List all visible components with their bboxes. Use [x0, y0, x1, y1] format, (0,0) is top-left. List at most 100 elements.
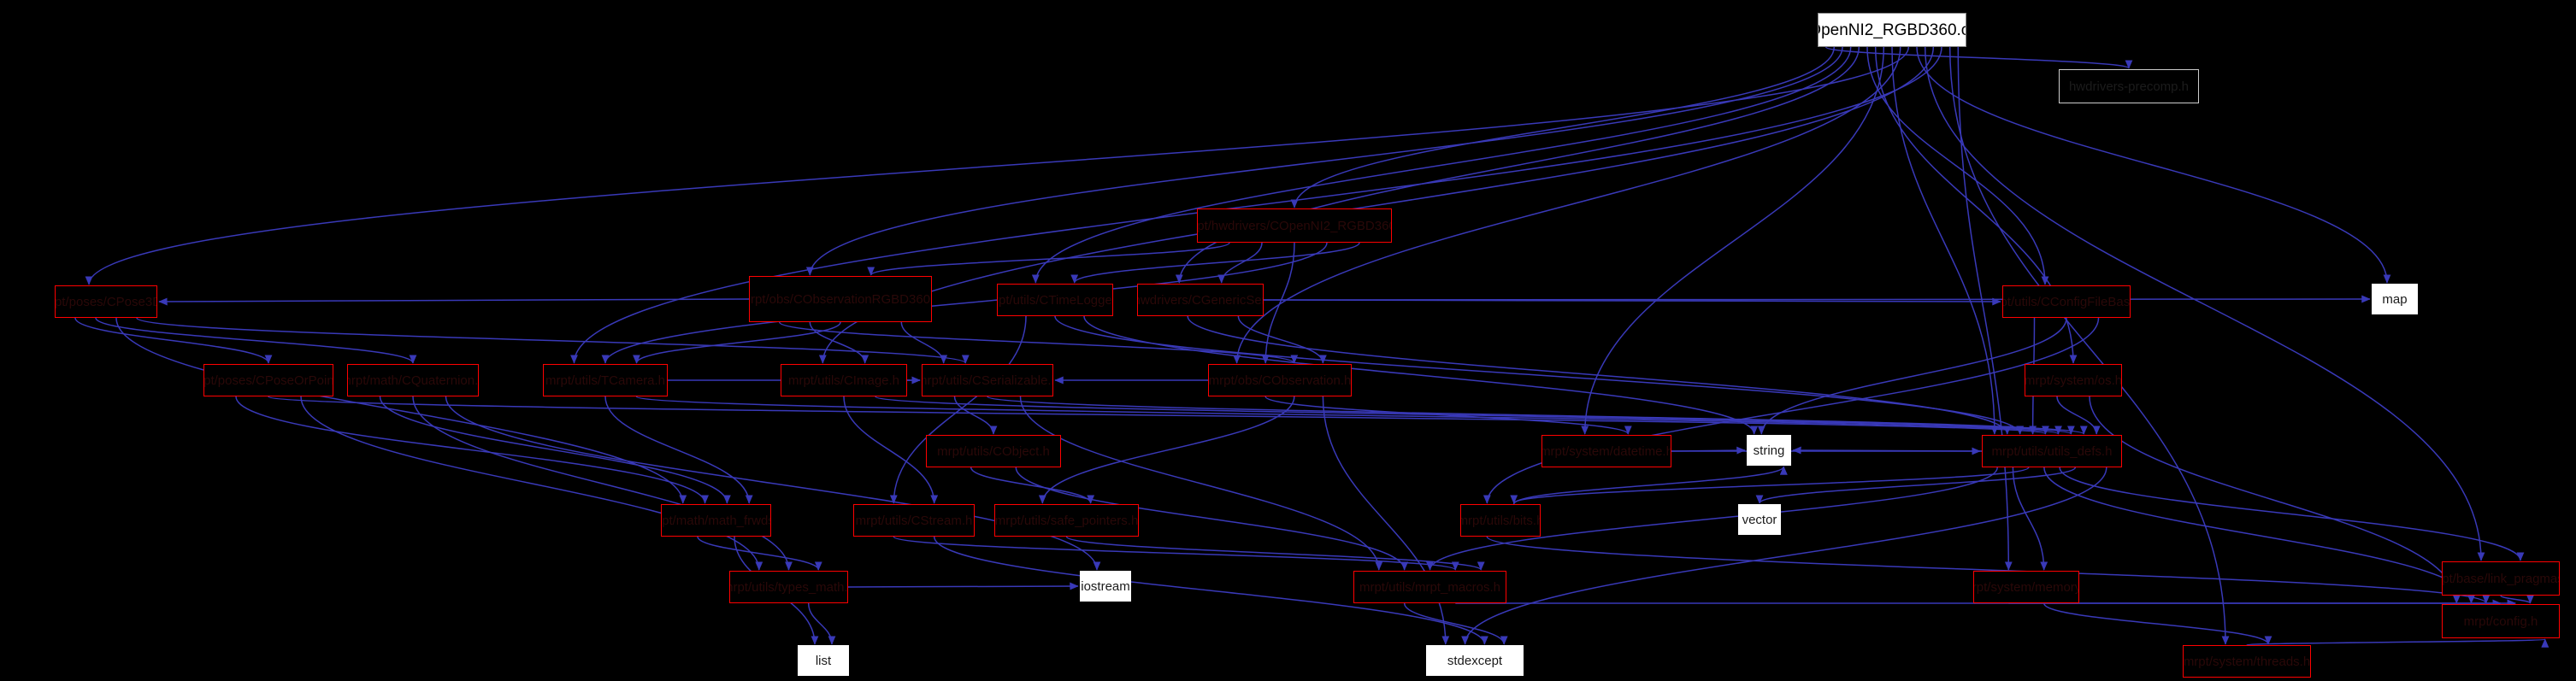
include-edge-pose3d-poseorpoint [74, 317, 273, 364]
include-edge-cstream-w_stdexcept [933, 536, 1488, 645]
include-edge-cobs-datetime [1264, 396, 1632, 435]
graph-node-bits[interactable]: mrpt/utils/bits.h [1460, 504, 1541, 537]
include-edge-obs360-tcamera [633, 321, 841, 364]
graph-node-quat[interactable]: mrpt/math/CQuaternion.h [347, 364, 479, 396]
graph-node-cobs[interactable]: mrpt/obs/CObservation.h [1208, 364, 1352, 396]
include-edge-main-cfgbase [1866, 46, 2049, 285]
include-edge-h_main-cobs [1261, 242, 1295, 364]
include-edge-memory-threads [2043, 602, 2272, 645]
include-edge-cserial-utilsdefs [987, 396, 2088, 435]
include-edge-cobs-w_stdexcept [1322, 396, 1450, 645]
include-edge-main-linkpragmas [1924, 46, 2485, 561]
graph-node-pose3d[interactable]: mrpt/poses/CPose3D.h [55, 285, 157, 318]
graph-node-tcamera[interactable]: mrpt/utils/TCamera.h [543, 364, 668, 396]
include-edge-cobs-safeptr [1038, 396, 1295, 504]
graph-node-mathfrwds[interactable]: mrpt/math/math_frwds.h [661, 504, 771, 537]
include-edge-gensensor-cobs [1237, 315, 1327, 364]
graph-node-config[interactable]: mrpt/config.h [2442, 604, 2560, 638]
graph-node-safeptr[interactable]: mrpt/utils/safe_pointers.h [994, 504, 1139, 537]
include-edge-quat-w_iostream [445, 396, 1101, 571]
graph-node-macros[interactable]: mrpt/utils/mrpt_macros.h [1353, 571, 1506, 603]
graph-node-w_list: list [798, 645, 849, 676]
graph-node-cserial[interactable]: mrpt/utils/CSerializable.h [922, 364, 1053, 396]
include-edge-utilsdefs-bits [1510, 467, 2030, 504]
include-edge-bits-w_string [1512, 466, 1788, 505]
include-edge-timelog-utilsdefs [1054, 315, 2025, 435]
include-edge-gensensor-utilsdefs [1187, 315, 2012, 435]
graph-node-threads[interactable]: mrpt/system/threads.h [2183, 645, 2311, 678]
include-edge-poseorpoint-typesmath [300, 396, 763, 571]
include-edge-main-utilsdefs [1891, 46, 1999, 435]
include-edge-typesmath-w_iostream [847, 582, 1079, 590]
include-edge-poseorpoint-mathfrwds [235, 396, 710, 504]
include-edge-mathfrwds-typesmath [697, 536, 822, 571]
include-edge-obs360-pose3d [158, 297, 750, 306]
graph-node-obs360[interactable]: mrpt/obs/CObservationRGBD360.h [749, 276, 932, 322]
include-edge-os_h-utilsdefs [2056, 396, 2101, 435]
graph-node-w_vector: vector [1738, 504, 1781, 535]
include-edge-main-precomp [1824, 46, 2133, 69]
include-edge-safeptr-macros [1065, 536, 1485, 571]
graph-node-cobject[interactable]: mrpt/utils/CObject.h [926, 435, 1061, 467]
include-edge-utilsdefs-linkpragmas [2059, 467, 2525, 561]
graph-node-linkpragmas[interactable]: mrpt/base/link_pragmas.h [2442, 561, 2560, 596]
include-edge-main-obs360 [805, 46, 1843, 276]
include-edge-timelog-w_string [1083, 315, 1759, 435]
graph-node-w_iostream: iostream [1080, 571, 1131, 602]
include-edge-utilsdefs-memory [2012, 467, 2048, 571]
graph-node-utilsdefs[interactable]: mrpt/utils/utils_defs.h [1982, 435, 2122, 467]
include-edge-main-pose3d [85, 46, 1910, 285]
graph-node-cfgbase[interactable]: mrpt/utils/CConfigFileBase.h [2002, 285, 2131, 318]
include-edge-h_main-obs360 [867, 242, 1230, 276]
include-edge-cfgbase-bits [1483, 317, 2100, 504]
graph-node-cimage[interactable]: mrpt/utils/CImage.h [781, 364, 907, 396]
include-edge-cimage-cstream [843, 396, 939, 504]
include-edge-cfgbase-w_string [1757, 317, 2067, 435]
include-edge-gensensor-w_map [1263, 295, 2371, 303]
graph-node-poseorpoint[interactable]: mrpt/poses/CPoseOrPoint.h [203, 364, 333, 396]
include-edge-quat-typesmath [412, 396, 793, 571]
include-edge-bits-config [1486, 536, 2490, 604]
include-edge-os_h-config [2089, 396, 2461, 604]
include-edge-utilsdefs-w_string [1792, 446, 1983, 455]
graph-node-cstream[interactable]: mrpt/utils/CStream.h [853, 504, 975, 537]
include-edge-pose3d-mathfrwds [115, 317, 687, 504]
include-edge-tcamera-utilsdefs [635, 396, 2062, 435]
graph-node-w_string: string [1747, 435, 1791, 466]
graph-node-timelog[interactable]: mrpt/utils/CTimeLogger.h [997, 284, 1113, 316]
include-edge-cobject-macros [1015, 467, 1409, 571]
include-edge-h_main-timelog [1070, 242, 1360, 284]
graph-node-datetime[interactable]: mrpt/system/datetime.h [1541, 435, 1671, 467]
include-edge-h_main-gensensor [1217, 242, 1263, 284]
include-edge-linkpragmas-config [2500, 595, 2534, 604]
include-edge-main-memory [1957, 46, 2013, 571]
include-edge-obs360-cobs [778, 321, 1299, 364]
graph-node-gensensor[interactable]: mrpt/hwdrivers/CGenericSensor.h [1137, 284, 1264, 316]
graph-node-memory[interactable]: mrpt/system/memory.h [1973, 571, 2079, 603]
include-edge-typesmath-w_list [807, 602, 836, 645]
include-edge-obs360-cimage [809, 321, 869, 364]
include-edge-main-tcamera [570, 46, 1942, 364]
graph-node-h_main[interactable]: mrpt/hwdrivers/COpenNI2_RGBD360.h [1197, 208, 1392, 243]
include-edge-h_main-tcamera [601, 242, 1328, 364]
include-edge-cimage-utilsdefs [875, 396, 2075, 435]
include-edge-utilsdefs-macros [1426, 467, 1998, 571]
graph-node-w_stdexcept: stdexcept [1426, 645, 1524, 676]
include-edge-datetime-w_string [1671, 446, 1746, 455]
graph-node-typesmath[interactable]: mrpt/utils/types_math.h [729, 571, 848, 603]
graph-node-os_h[interactable]: mrpt/system/os.h [2025, 364, 2122, 396]
graph-node-precomp: hwdrivers-precomp.h [2059, 69, 2199, 103]
graph-node-main: COpenNI2_RGBD360.cpp [1818, 13, 1966, 47]
include-edge-main-h_main [1290, 46, 1836, 208]
include-edge-poseorpoint-utilsdefs [268, 396, 2048, 435]
include-edge-cstream-macros [893, 536, 1459, 571]
include-edge-cserial-cobject [953, 396, 998, 435]
include-edge-cserial-macros [1019, 396, 1383, 571]
include-edge-pose3d-cserial [136, 317, 970, 364]
graph-node-w_map: map [2372, 284, 2418, 314]
include-edge-macros-w_stdexcept [1403, 602, 1508, 645]
include-edge-utilsdefs-w_stdexcept [1461, 467, 2107, 645]
include-edge-utilsdefs-w_vector [1755, 467, 2077, 504]
include-edge-main-w_map [1916, 46, 2391, 284]
